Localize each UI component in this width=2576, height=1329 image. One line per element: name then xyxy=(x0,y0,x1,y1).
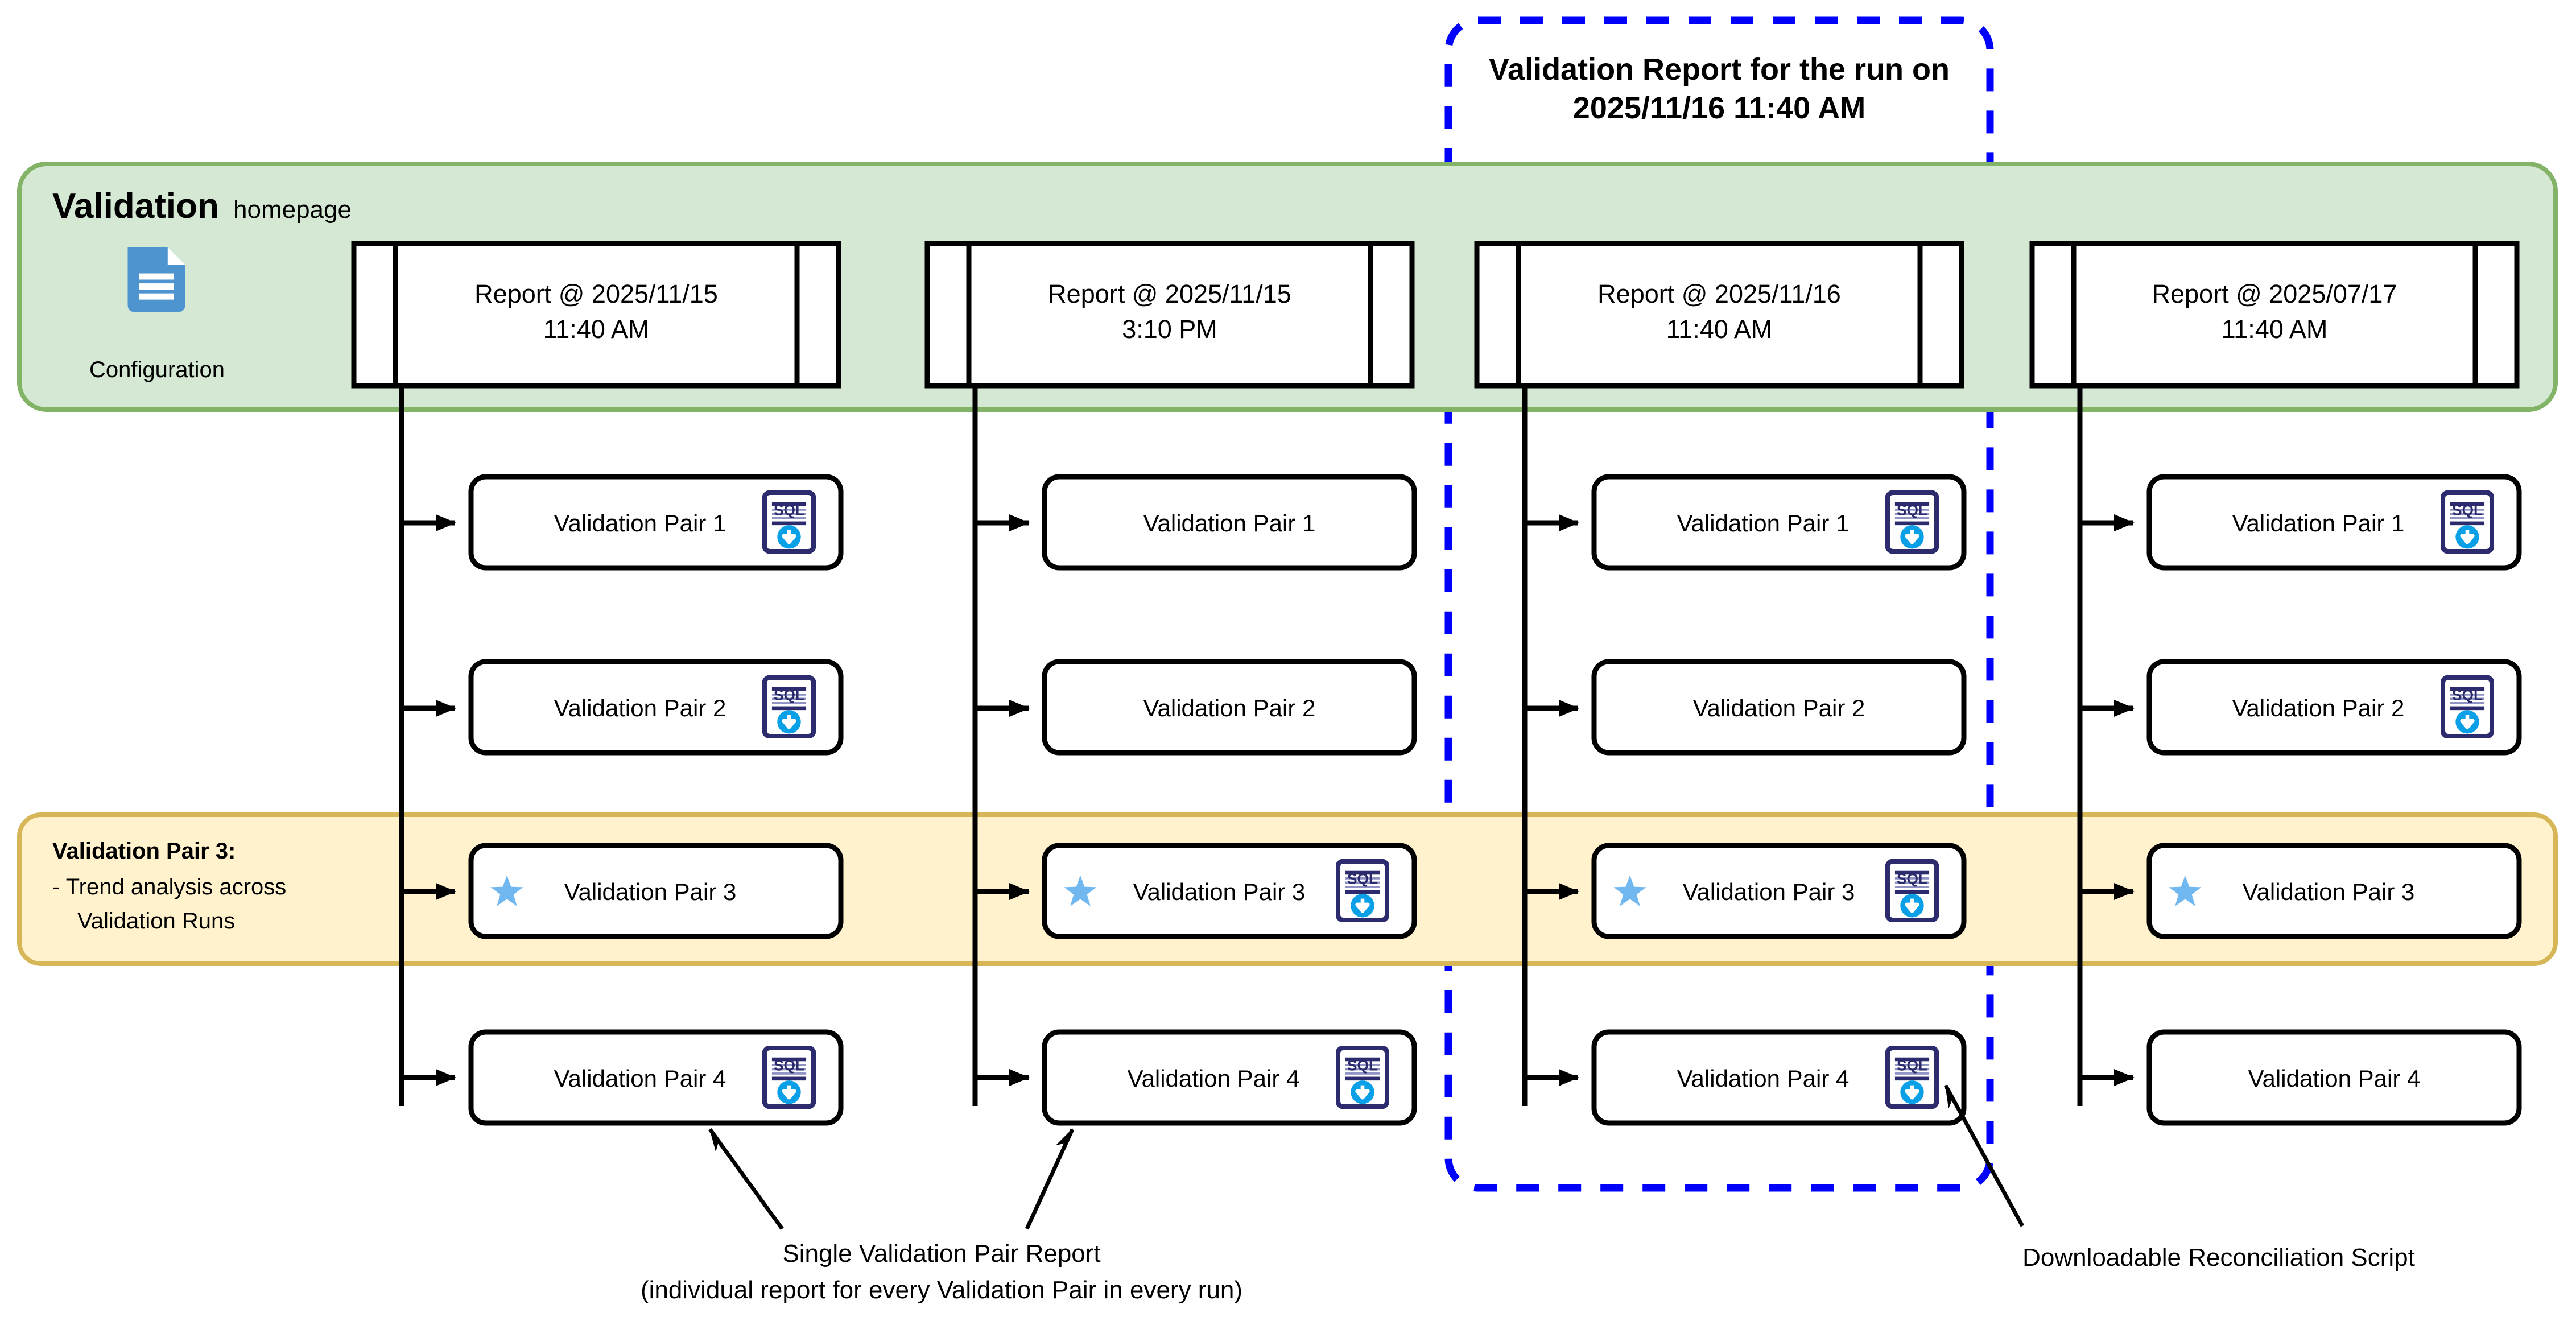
pair-box-3-3[interactable]: Validation Pair 3 xyxy=(1591,843,1967,939)
report-card-line-2: 11:40 AM xyxy=(1666,315,1773,344)
pair-box-4-1[interactable]: Validation Pair 1 xyxy=(2146,474,2522,571)
report-card-line-2: 3:10 PM xyxy=(1122,315,1217,344)
sql-download-icon[interactable] xyxy=(1888,861,1937,920)
pair-label: Validation Pair 4 xyxy=(554,1065,726,1092)
pair-label: Validation Pair 4 xyxy=(2248,1065,2421,1092)
validation-report-callout: Validation Report for the run on 2025/11… xyxy=(1444,16,1994,1192)
pair-label: Validation Pair 2 xyxy=(554,695,726,721)
pair-box-3-1[interactable]: Validation Pair 1 xyxy=(1591,474,1967,571)
annotation-single-report-line-2: (individual report for every Validation … xyxy=(641,1276,1242,1304)
run-column-4: Report @ 2025/07/17 11:40 AM Validation … xyxy=(2029,241,2522,1126)
pair-box-4-4[interactable]: Validation Pair 4 xyxy=(2146,1029,2522,1126)
annotation-leader-left xyxy=(708,1128,784,1231)
pair-box-1-1[interactable]: Validation Pair 1 xyxy=(468,474,844,571)
report-card-3[interactable]: Report @ 2025/11/16 11:40 AM xyxy=(1474,241,1964,389)
document-icon xyxy=(127,247,185,312)
report-card-line-2: 11:40 AM xyxy=(2222,315,2328,344)
pair-label: Validation Pair 3 xyxy=(1683,878,1855,905)
sql-download-icon[interactable] xyxy=(1338,1048,1387,1107)
report-card-frame xyxy=(2029,241,2520,389)
pair-box-2-1[interactable]: Validation Pair 1 xyxy=(1042,474,1417,571)
report-card-line-1: Report @ 2025/11/15 xyxy=(474,279,718,308)
run-column-3: Report @ 2025/11/16 11:40 AM Validation … xyxy=(1474,241,1967,1126)
report-card-line-1: Report @ 2025/11/16 xyxy=(1597,279,1841,308)
pair-box-1-4[interactable]: Validation Pair 4 xyxy=(468,1029,844,1126)
report-card-frame xyxy=(924,241,1415,389)
callout-line-1: Validation Report for the run on xyxy=(1489,52,1950,86)
connector-tree-3 xyxy=(1522,386,1579,1106)
sql-download-icon[interactable] xyxy=(765,493,814,551)
pair-label: Validation Pair 4 xyxy=(1677,1065,1850,1092)
run-column-1: Report @ 2025/11/15 11:40 AM Validation … xyxy=(351,241,844,1126)
pair-box-3-4[interactable]: Validation Pair 4 xyxy=(1591,1029,1967,1126)
pair-box-1-3[interactable]: Validation Pair 3 xyxy=(468,843,844,939)
pair-label: Validation Pair 1 xyxy=(1143,510,1316,536)
connector-tree-2 xyxy=(972,386,1030,1106)
pair-label: Validation Pair 3 xyxy=(564,878,737,905)
trend-band-line-2: Validation Runs xyxy=(77,909,235,934)
sql-download-icon[interactable] xyxy=(1888,1048,1937,1107)
annotation-download-script: Downloadable Reconciliation Script xyxy=(2022,1244,2415,1272)
report-card-1[interactable]: Report @ 2025/11/15 11:40 AM xyxy=(351,241,841,389)
report-card-frame xyxy=(351,241,841,389)
sql-download-icon[interactable] xyxy=(1888,493,1937,551)
single-report-annotation: Single Validation Pair Report (individua… xyxy=(641,1128,1242,1304)
pair-label: Validation Pair 1 xyxy=(2232,510,2405,536)
pair-label: Validation Pair 3 xyxy=(1133,878,1306,905)
pair-box-4-3[interactable]: Validation Pair 3 xyxy=(2146,843,2522,939)
pair-label: Validation Pair 1 xyxy=(554,510,726,536)
pair-box-2-3[interactable]: Validation Pair 3 xyxy=(1042,843,1417,939)
annotation-single-report-line-1: Single Validation Pair Report xyxy=(782,1240,1100,1268)
run-column-2: Report @ 2025/11/15 3:10 PM Validation P… xyxy=(924,241,1417,1126)
report-card-frame xyxy=(1474,241,1964,389)
pair-box-2-4[interactable]: Validation Pair 4 xyxy=(1042,1029,1417,1126)
annotation-leader-download xyxy=(1943,1084,2025,1227)
connector-tree-4 xyxy=(2077,386,2135,1106)
trend-band-line-1: - Trend analysis across xyxy=(52,874,286,899)
pair-box-4-2[interactable]: Validation Pair 2 xyxy=(2146,659,2522,756)
pair-box-1-2[interactable]: Validation Pair 2 xyxy=(468,659,844,756)
pair-label: Validation Pair 4 xyxy=(1128,1065,1300,1092)
configuration-entry[interactable]: Configuration xyxy=(89,247,225,382)
sql-download-icon[interactable] xyxy=(1338,861,1387,920)
sql-download-icon[interactable] xyxy=(765,678,814,736)
callout-line-2: 2025/11/16 11:40 AM xyxy=(1573,91,1865,125)
pair-label: Validation Pair 2 xyxy=(1693,695,1865,721)
sql-download-icon[interactable] xyxy=(765,1048,814,1107)
pair-box-2-2[interactable]: Validation Pair 2 xyxy=(1042,659,1417,756)
connector-tree-1 xyxy=(399,386,456,1106)
pair-label: Validation Pair 2 xyxy=(1143,695,1316,721)
report-card-line-1: Report @ 2025/07/17 xyxy=(2152,279,2397,308)
sql-download-icon[interactable] xyxy=(2443,493,2492,551)
report-card-line-1: Report @ 2025/11/15 xyxy=(1048,279,1291,308)
annotation-leader-right xyxy=(1025,1128,1075,1230)
pair-box-3-2[interactable]: Validation Pair 2 xyxy=(1591,659,1967,756)
download-script-annotation: Downloadable Reconciliation Script xyxy=(1943,1084,2415,1272)
homepage-title: Validation xyxy=(52,187,219,226)
homepage-subtitle: homepage xyxy=(233,196,352,224)
pair-label: Validation Pair 3 xyxy=(2243,878,2415,905)
report-card-2[interactable]: Report @ 2025/11/15 3:10 PM xyxy=(924,241,1415,389)
trend-band-title: Validation Pair 3: xyxy=(52,839,236,864)
report-card-line-2: 11:40 AM xyxy=(543,315,650,344)
pair-label: Validation Pair 1 xyxy=(1677,510,1850,536)
sql-download-icon[interactable] xyxy=(2443,678,2492,736)
pair-label: Validation Pair 2 xyxy=(2232,695,2405,721)
report-card-4[interactable]: Report @ 2025/07/17 11:40 AM xyxy=(2029,241,2520,389)
configuration-label: Configuration xyxy=(89,357,225,382)
